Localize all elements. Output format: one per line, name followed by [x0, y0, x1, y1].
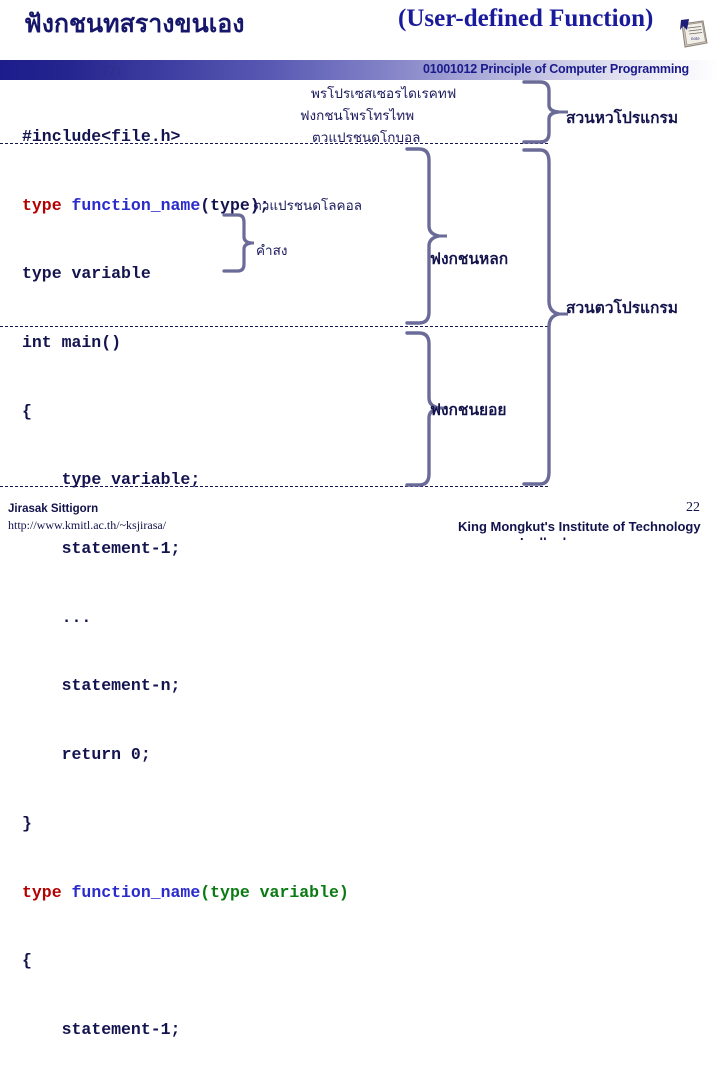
- code-line-int-main: int main(): [22, 332, 349, 355]
- code-line-function-def: type function_name(type variable): [22, 882, 349, 905]
- slide-canvas: ฟังกชนทสรางขนเอง (User-defined Function)…: [0, 5, 720, 1039]
- page-title-thai: ฟังกชนทสรางขนเอง: [24, 9, 245, 38]
- code-line-global: type variable: [22, 263, 349, 286]
- code-line-brace-open-main: {: [22, 401, 349, 424]
- code-line-ellipsis-main: ...: [22, 607, 349, 630]
- token-local-decl: type variable;: [61, 470, 201, 490]
- slide-marker: (2): [104, 64, 121, 79]
- code-line-brace-close-main: }: [22, 813, 349, 836]
- section-label-sub-function: ฟงกชนยอย: [430, 401, 507, 419]
- token-return-zero: return 0;: [61, 745, 151, 765]
- code-block: #include<file.h> type function_name(type…: [22, 80, 349, 1080]
- code-line-return-zero: return 0;: [22, 744, 349, 767]
- token-brace-close: }: [22, 813, 32, 833]
- brace-main-function: [405, 147, 447, 325]
- separator-header-main: [0, 143, 548, 144]
- token-function-name: function_name: [71, 195, 201, 215]
- token-type-variable: type variable: [22, 264, 151, 284]
- annotation-global-variable: ตวแปรชนดโกบอล: [312, 130, 421, 146]
- brace-statements: [222, 213, 254, 273]
- annotation-preprocessor: พรโปรเซสเซอรไดเรคทฟ: [311, 86, 457, 102]
- footer-institute: King Mongkut's Institute of Technology: [458, 519, 701, 534]
- annotation-statement: คำสง: [256, 243, 288, 259]
- page-title-english: (User-defined Function): [398, 5, 654, 32]
- footer-url[interactable]: http://www.kmitl.ac.th/~ksjirasa/: [8, 518, 167, 532]
- annotation-prototype: ฟงกชนโพรโทรไทพ: [300, 108, 415, 124]
- code-line-include: #include<file.h>: [22, 126, 349, 149]
- brace-program-header: [522, 80, 568, 144]
- code-line-stmt1-sub: statement-1;: [22, 1019, 349, 1042]
- token-brace-open-sub: {: [22, 951, 32, 971]
- section-label-main-function: ฟงกชนหลก: [430, 250, 509, 268]
- code-line-brace-open-sub: {: [22, 950, 349, 973]
- section-label-program-body: สวนตวโปรแกรม: [566, 299, 678, 317]
- annotation-local-variable: ตวแปรชนดโลคอล: [253, 198, 362, 214]
- token-function-name-def: function_name: [71, 882, 201, 902]
- footer-page-number: 22: [686, 500, 700, 515]
- footer-institute-line2: Ladkrabang: [520, 535, 594, 540]
- separator-main-sub: [0, 326, 548, 327]
- code-line-stmtn-main: statement-n;: [22, 675, 349, 698]
- token-paren-type: (type): [200, 195, 260, 215]
- notepad-icon: note: [680, 19, 708, 48]
- token-ellipsis: ...: [61, 607, 92, 627]
- token-statement-n: statement-n;: [61, 676, 181, 696]
- course-banner-bar: [0, 60, 720, 80]
- token-include: #include<file.h>: [22, 126, 181, 146]
- separator-sub-end: [0, 486, 548, 487]
- footer-author: Jirasak Sittigorn: [8, 503, 99, 515]
- svg-text:note: note: [691, 37, 700, 42]
- token-type-keyword-def: type: [22, 882, 62, 902]
- code-line-local-decl: type variable;: [22, 469, 349, 492]
- course-banner-title: 01001012 Principle of Computer Programmi…: [423, 62, 689, 76]
- token-brace-open: {: [22, 401, 32, 421]
- token-statement-1-sub: statement-1;: [61, 1019, 181, 1039]
- brace-program-body: [522, 148, 568, 486]
- brace-sub-function: [405, 331, 447, 487]
- code-line-stmt1-main: statement-1;: [22, 538, 349, 561]
- token-type-keyword: type: [22, 195, 62, 215]
- section-label-program-header: สวนหวโปรแกรม: [566, 109, 679, 127]
- token-paren-type-variable: (type variable): [200, 882, 349, 902]
- code-line-prototype: type function_name(type);: [22, 195, 349, 218]
- token-int-main: int main(): [22, 332, 122, 352]
- token-semicolon: ;: [259, 195, 270, 215]
- token-statement-1: statement-1;: [61, 539, 181, 559]
